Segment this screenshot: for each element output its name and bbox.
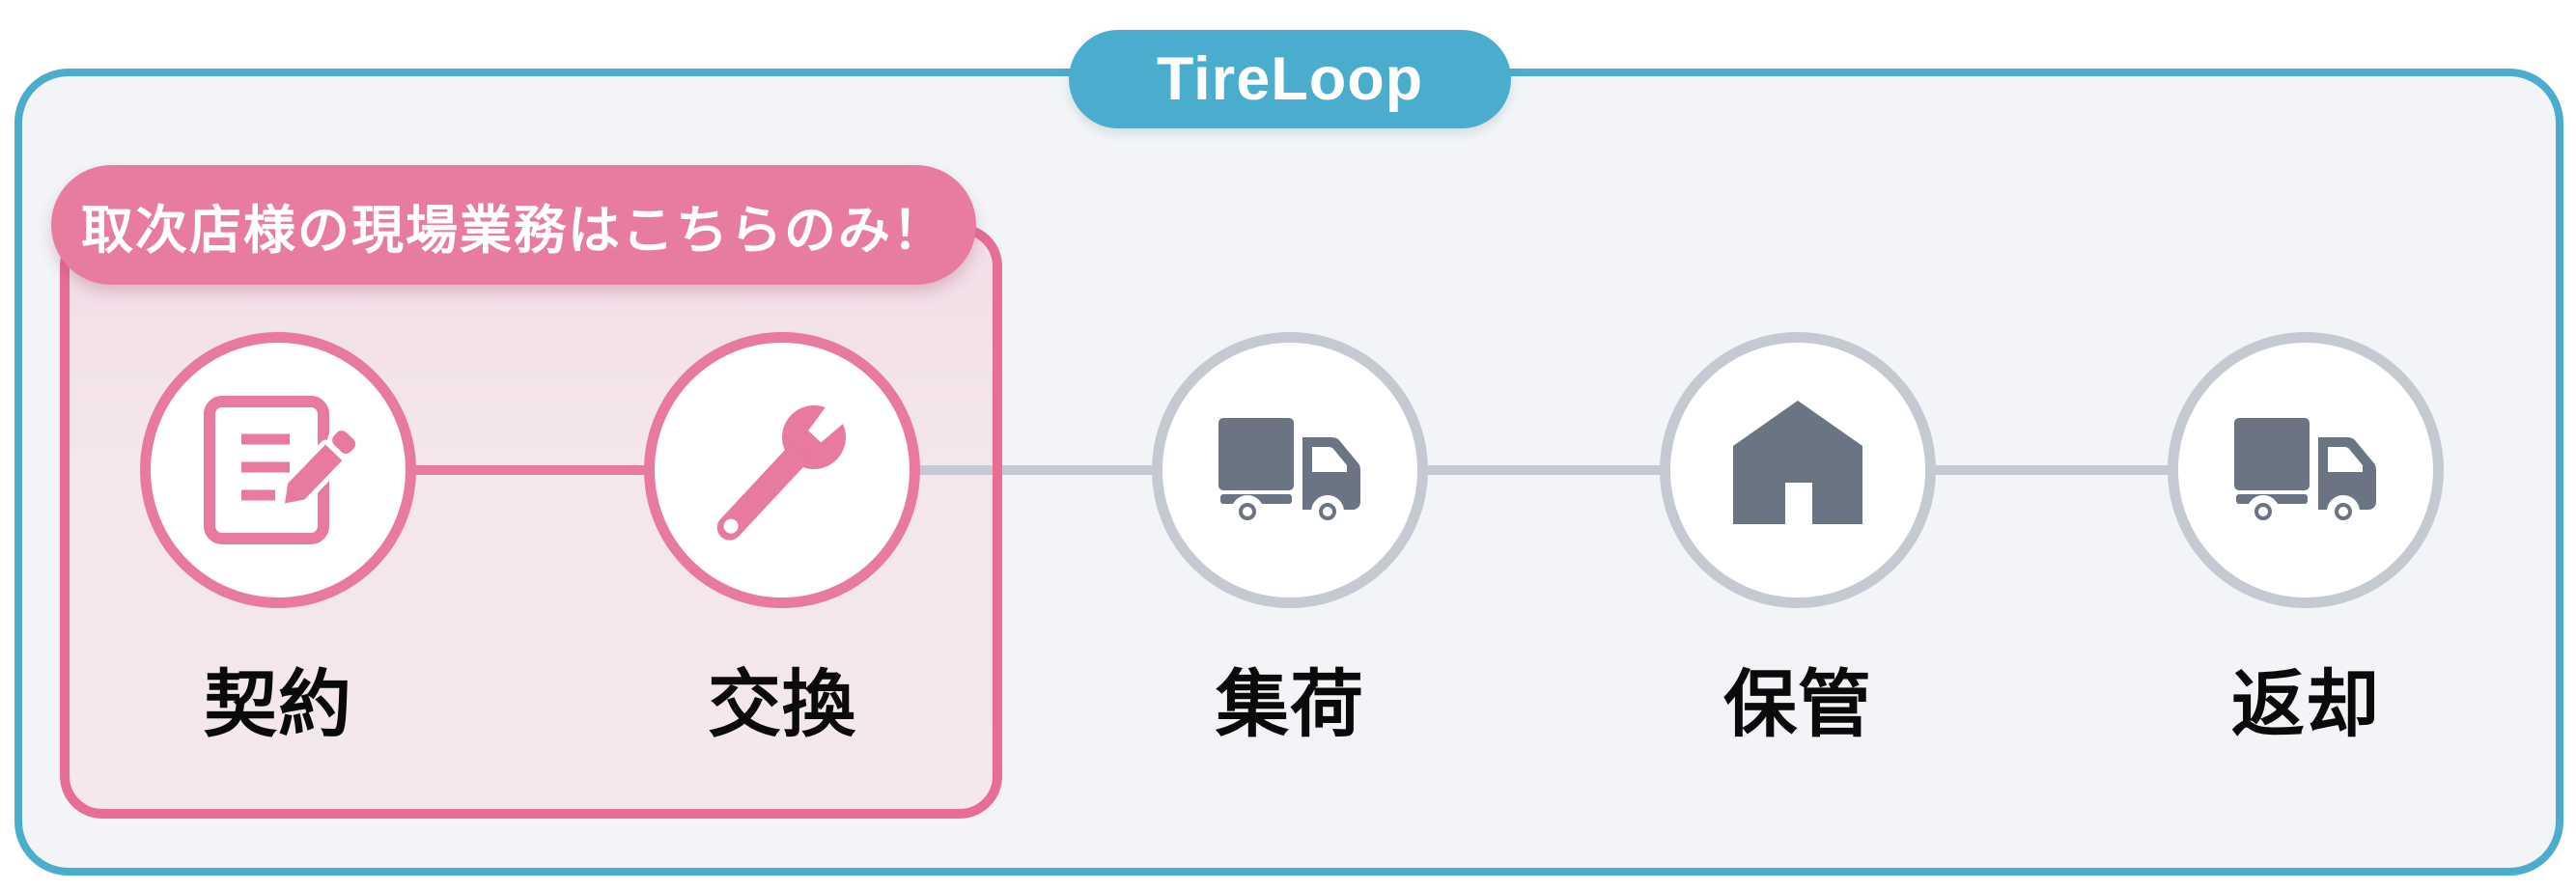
- step-label-storage: 保管: [1723, 664, 1872, 746]
- wrench-icon: [716, 397, 854, 541]
- tireloop-brand-badge: TireLoop: [1069, 30, 1511, 128]
- agent-scope-callout-text: 取次店様の現場業務はこちらのみ！: [81, 201, 946, 260]
- step-circle-return: [2168, 332, 2444, 608]
- connector-contract-exchange: [414, 465, 646, 475]
- contract-document-pencil-icon: [204, 396, 358, 544]
- connector-storage-return: [1934, 465, 2170, 475]
- return-truck-icon: [2234, 418, 2376, 528]
- pickup-truck-icon: [1218, 418, 1360, 528]
- step-circle-storage: [1660, 332, 1936, 608]
- agent-scope-callout: 取次店様の現場業務はこちらのみ！: [51, 165, 976, 285]
- step-circle-exchange: [644, 332, 920, 608]
- step-label-exchange: 交換: [708, 664, 856, 746]
- connector-exchange-pickup: [918, 465, 1154, 475]
- step-circle-pickup: [1152, 332, 1428, 608]
- step-label-contract: 契約: [204, 664, 352, 746]
- storage-house-icon: [1733, 401, 1862, 524]
- step-label-pickup: 集荷: [1216, 664, 1364, 746]
- step-label-return: 返却: [2231, 664, 2380, 746]
- connector-pickup-storage: [1426, 465, 1662, 475]
- step-circle-contract: [140, 332, 416, 608]
- brand-label: TireLoop: [1156, 45, 1424, 113]
